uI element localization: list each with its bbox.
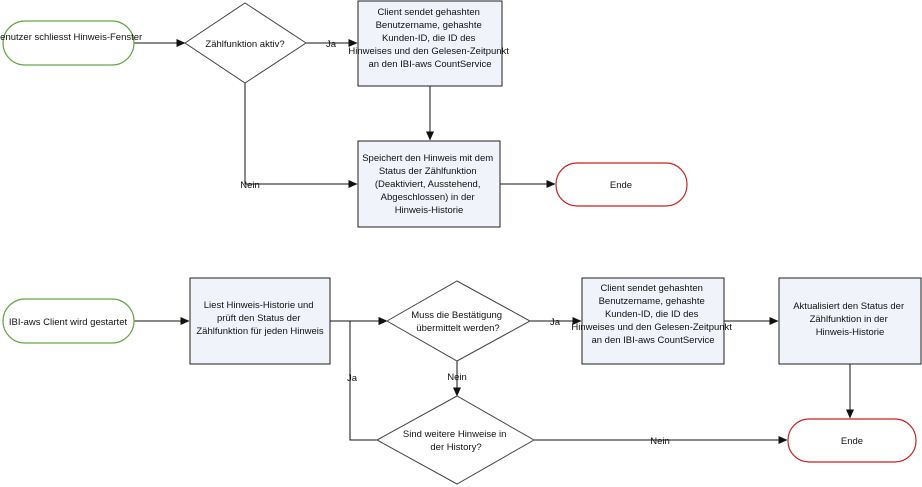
decision-more-hints-label: Sind weitere Hinweise in der History? xyxy=(403,429,509,453)
edge-no2-label: Nein xyxy=(650,436,670,447)
send-count-process xyxy=(357,0,503,87)
start-node-2 xyxy=(2,298,135,344)
edge-no-label: Nein xyxy=(240,180,260,191)
start-node-label: Benutzer schliesst Hinweis-Fenster xyxy=(0,32,142,43)
end-node xyxy=(555,162,688,207)
read-history-process xyxy=(189,277,331,365)
decision-more-hints xyxy=(375,395,536,485)
decision-counting-active-label: Zählfunktion aktiv? xyxy=(205,39,284,50)
store-history-process-label: Speichert den Hinweis mit dem Status der… xyxy=(362,153,496,216)
edge-yes2-label: Ja xyxy=(347,373,358,384)
update-status-process-label: Aktualisiert den Status der Zählfunktion… xyxy=(793,301,907,338)
edge-no1-label: Nein xyxy=(447,372,467,383)
end-node-2 xyxy=(787,418,917,463)
end-node-2-label: Ende xyxy=(841,436,863,447)
decision-must-transmit xyxy=(385,280,532,362)
edge-decision2-yes-loop xyxy=(349,317,388,441)
start-node xyxy=(2,20,135,66)
flow-2: IBI-aws Client wird gestartet Liest Hinw… xyxy=(2,277,922,485)
edge-yes1-label: Ja xyxy=(550,317,561,328)
store-history-process xyxy=(357,140,501,228)
update-status-process xyxy=(778,277,922,365)
send-count-process-2 xyxy=(581,277,725,365)
read-history-process-label: Liest Hinweis-Historie und prüft den Sta… xyxy=(196,300,324,337)
edge-yes-label: Ja xyxy=(326,39,337,50)
end-node-label: Ende xyxy=(610,180,632,191)
flow-1: Benutzer schliesst Hinweis-Fenster Zählf… xyxy=(0,0,688,228)
decision-counting-active xyxy=(184,2,307,84)
edge-decision-no-to-store xyxy=(244,83,358,188)
send-count-process-2-label: Client sendet gehashten Benutzername, ge… xyxy=(571,283,734,346)
start-node-2-label: IBI-aws Client wird gestartet xyxy=(9,317,128,328)
send-count-process-label: Client sendet gehashten Benutzername, ge… xyxy=(348,7,511,70)
decision-must-transmit-label: Muss die Bestätigung übermittelt werden? xyxy=(411,310,504,334)
